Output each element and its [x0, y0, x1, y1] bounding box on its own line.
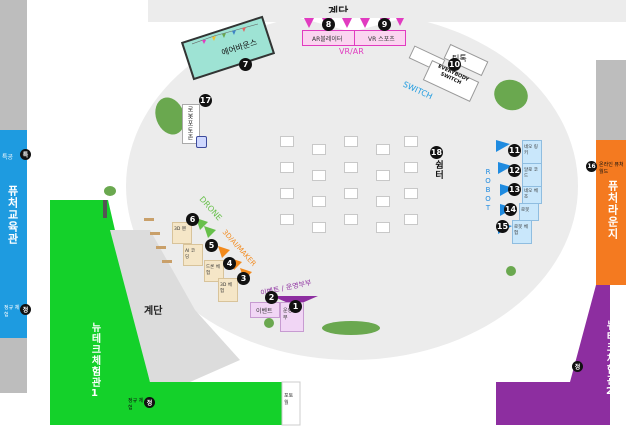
marker-18: 18	[430, 146, 443, 159]
robot-icon	[196, 136, 207, 148]
marker-10: 10	[448, 58, 461, 71]
left-grey-strip	[0, 0, 27, 130]
marker-12: 12	[508, 164, 521, 177]
hall-newtech-2-label: 뉴테크체험관2	[604, 320, 615, 398]
stair-step	[144, 218, 154, 221]
online-world-label: 온라인 퓨처월드	[599, 162, 624, 175]
marker-3: 3	[237, 272, 250, 285]
rest-table	[344, 214, 358, 225]
rest-table	[376, 144, 390, 155]
right-grey-top	[596, 60, 626, 140]
rest-table	[280, 162, 294, 173]
robot-booth	[512, 220, 532, 244]
marker-11: 11	[508, 144, 521, 157]
marker-14: 14	[504, 203, 517, 216]
tree-left-small	[104, 186, 116, 196]
rest-table	[376, 196, 390, 207]
maker-booth-label: 드론 체험	[206, 265, 220, 276]
side-tag-label: 포토월	[284, 393, 294, 406]
rest-table	[376, 222, 390, 233]
tree-bottom-mid	[322, 321, 380, 335]
airbounce-flags	[192, 23, 259, 45]
guide-left-label: 정규 체험	[4, 305, 20, 318]
maker-booth	[218, 278, 238, 302]
guide-green-label: 정규 체험	[128, 398, 144, 411]
stairs-mid-label: 계단	[144, 306, 163, 317]
rest-table	[312, 144, 326, 155]
rest-table	[344, 188, 358, 199]
guide-left-icon: 정	[20, 304, 31, 315]
robot-booth-label: 알로 코드	[524, 168, 538, 179]
marker-16: 16	[586, 161, 597, 172]
left-grey-bottom	[0, 338, 27, 393]
marker-5: 5	[205, 239, 218, 252]
hall-newtech-1-label: 뉴테크체험관1	[89, 322, 100, 400]
marker-8: 8	[322, 18, 335, 31]
vr-booth	[354, 30, 406, 46]
maker-booth-label: AI 코딩	[185, 249, 195, 260]
hall-future-education-label: 퓨처교육관	[6, 185, 19, 245]
guide-purple-icon: 정	[572, 361, 583, 372]
robot-label: ROBOT	[484, 168, 492, 213]
maker-booth-label: 3D 체험	[220, 283, 232, 294]
guide-green-icon: 정	[144, 397, 155, 408]
rest-table	[344, 162, 358, 173]
event-booth-label: 이벤트	[256, 308, 273, 315]
maker-booth-label: 3D 펜	[174, 227, 186, 232]
robot-booth-label: 로봇 체험	[514, 225, 528, 236]
marker-1: 1	[289, 300, 302, 313]
rest-table	[312, 170, 326, 181]
jump-icon: 특	[20, 149, 31, 160]
marker-9: 9	[378, 18, 391, 31]
maker-booth	[183, 244, 203, 266]
stair-step	[156, 246, 166, 249]
marker-17: 17	[199, 94, 212, 107]
stair-step	[162, 260, 172, 263]
rest-table	[344, 136, 358, 147]
robot-booth-label: 로봇	[521, 208, 530, 213]
robot-photo-zone	[182, 104, 200, 144]
rest-table	[312, 222, 326, 233]
marker-2: 2	[265, 291, 278, 304]
rest-table	[376, 170, 390, 181]
tiktok-label: 틱톡	[452, 54, 467, 63]
rest-table	[280, 136, 294, 147]
rest-table	[312, 196, 326, 207]
top-corridor	[148, 0, 626, 22]
hall-future-education	[0, 130, 27, 338]
robot-booth-label: 네오 링키	[524, 145, 538, 156]
rest-table	[404, 214, 418, 225]
hall-future-lounge-label: 퓨처라운지	[606, 180, 619, 240]
vr-booth-label: VR 스포츠	[368, 36, 395, 43]
rest-table	[280, 188, 294, 199]
robot-booth-label: 네오 체조	[524, 189, 538, 200]
jump-label: 특공	[2, 154, 14, 161]
rest-table	[404, 162, 418, 173]
marker-13: 13	[508, 183, 521, 196]
marker-15: 15	[496, 220, 509, 233]
vr-ar-label: VR/AR	[339, 47, 364, 56]
robot-photo-zone-label: 로봇포토존	[186, 106, 193, 141]
ar-booth-label: AR블레이터	[312, 36, 343, 43]
marker-6: 6	[186, 213, 199, 226]
event-booth	[250, 302, 280, 318]
rest-table	[404, 136, 418, 147]
rest-table	[280, 214, 294, 225]
tree-right-small	[506, 266, 516, 276]
stair-step	[150, 232, 160, 235]
rest-label: 쉼터	[433, 160, 443, 180]
maker-booth	[172, 222, 192, 244]
maker-booth	[204, 260, 224, 282]
marker-7: 7	[239, 58, 252, 71]
tree-bottom-small	[264, 318, 274, 328]
rest-table	[404, 188, 418, 199]
guide-purple-label: 정규 체험	[556, 363, 572, 376]
marker-4: 4	[223, 257, 236, 270]
hall-future-lounge	[596, 140, 626, 285]
